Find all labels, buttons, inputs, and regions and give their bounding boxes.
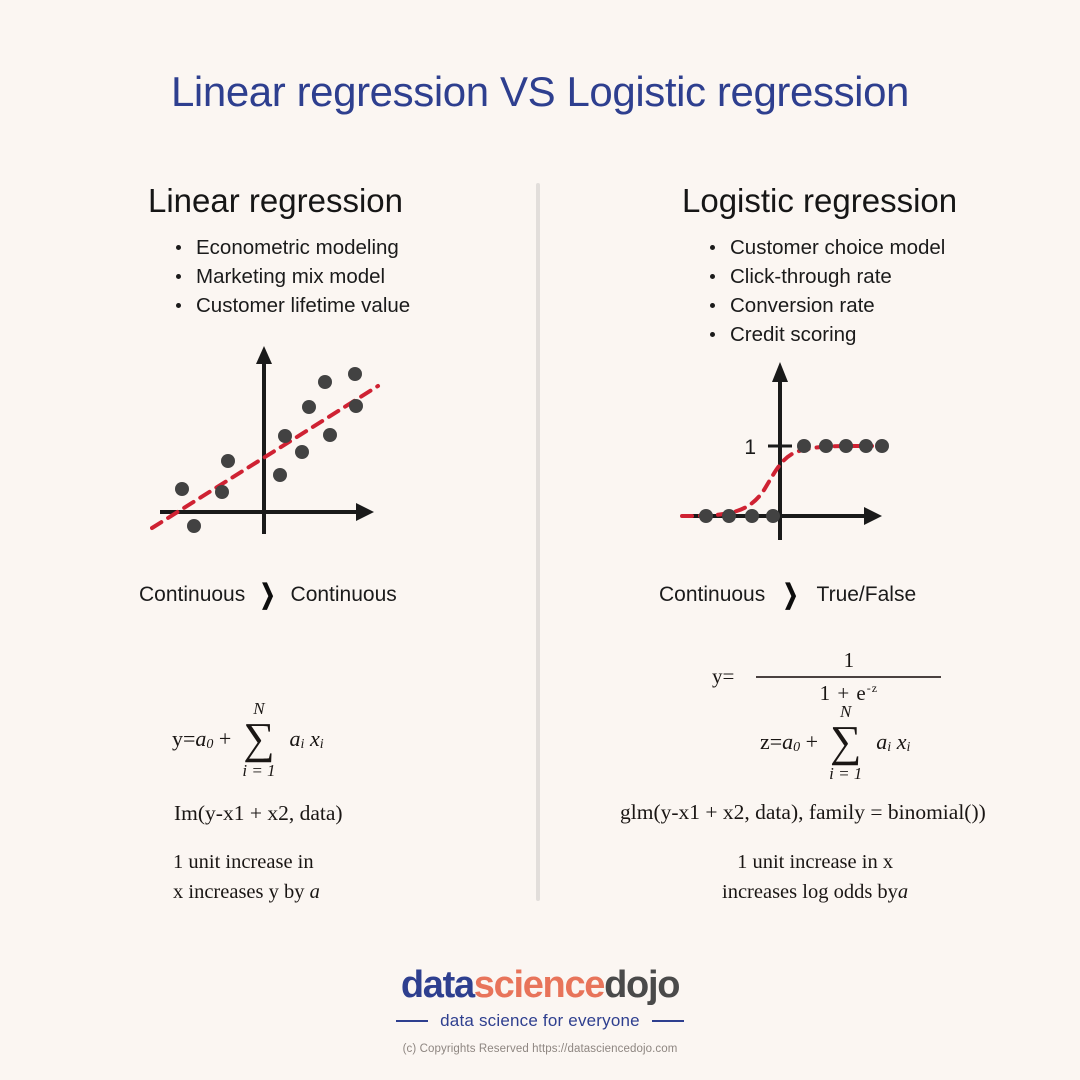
footer-logo[interactable]: datasciencedojo data science for everyon…: [0, 966, 1080, 1031]
summation-operator: N ∑ i = 1: [242, 700, 275, 779]
list-item: Credit scoring: [708, 320, 1060, 349]
equation-lhs: z=: [760, 728, 783, 754]
logistic-input-type: Continuous: [659, 582, 766, 606]
logistic-regression-equation: z=a0 + N ∑ i = 1 ai xi: [760, 703, 910, 782]
linear-interpretation-line-2: x increases y by: [173, 881, 305, 903]
list-item: Marketing mix model: [174, 262, 538, 291]
right-column: Logistic regression Customer choice mode…: [660, 182, 1060, 349]
chevron-right-icon: ❯: [783, 578, 799, 609]
logistic-interpretation-line-1: 1 unit increase in x: [737, 851, 894, 873]
equation-variable-sub: i: [319, 736, 324, 752]
logistic-regression-sigmoid-chart: 1: [676, 358, 906, 553]
list-item: Customer choice model: [708, 233, 1060, 262]
copyright-notice: (c) Copyrights Reserved https://datascie…: [402, 1043, 678, 1055]
linear-interpretation-symbol: a: [309, 881, 320, 903]
chevron-right-icon: ❯: [260, 578, 276, 609]
equation-variable: x: [896, 728, 907, 754]
sigma-icon: ∑: [830, 717, 862, 766]
sigmoid-function-equation: y= 1 1 + e-z: [712, 648, 942, 706]
tagline-rule-right: [651, 1019, 684, 1023]
linear-regression-code: Im(y-x1 + x2, data): [174, 801, 343, 825]
svg-text:1: 1: [744, 436, 756, 459]
equation-plus: +: [800, 728, 819, 754]
fraction-bar: [756, 676, 942, 678]
summation-operator: N ∑ i = 1: [829, 703, 862, 782]
column-divider: [536, 183, 540, 901]
equation-coefficient-sub: i: [887, 739, 892, 755]
equation-variable-sub: i: [906, 739, 911, 755]
person-icon: [500, 953, 520, 975]
linear-input-type: Continuous: [139, 582, 246, 606]
list-item: Click-through rate: [708, 262, 1060, 291]
linear-interpretation: 1 unit increase in x increases y by a: [173, 847, 320, 907]
logistic-io-flow: Continuous ❯ True/False: [659, 578, 917, 609]
linear-output-type: Continuous: [290, 582, 397, 606]
linear-regression-scatter-chart: [150, 344, 390, 549]
logo-tagline-row: data science for everyone: [0, 1011, 1080, 1031]
list-item: Conversion rate: [708, 291, 1060, 320]
sigmoid-numerator: 1: [843, 648, 855, 672]
list-item: Econometric modeling: [174, 233, 538, 262]
sigmoid-fraction: 1 1 + e-z: [756, 648, 942, 706]
logo-text-data: data: [400, 964, 475, 1006]
linear-io-flow: Continuous ❯ Continuous: [139, 578, 397, 609]
summation-upper-limit: N: [253, 699, 265, 718]
left-column-heading: Linear regression: [148, 182, 403, 219]
left-bullet-list: Econometric modeling Marketing mix model…: [148, 233, 538, 320]
logistic-interpretation-line-2: increases log odds by: [722, 881, 898, 903]
equation-intercept-sub: 0: [206, 736, 214, 752]
logo-wordmark[interactable]: datasciencedojo: [400, 964, 681, 1006]
sigmoid-denominator: 1 + e: [819, 680, 867, 705]
logistic-interpretation: 1 unit increase in x increases log odds …: [722, 847, 908, 907]
sigma-icon: ∑: [243, 714, 275, 763]
equation-coefficient: a: [289, 725, 301, 751]
logo-text-dojo: dojo: [604, 964, 680, 1006]
equation-intercept-sub: 0: [793, 739, 801, 755]
summation-lower-limit: i = 1: [242, 760, 276, 780]
sigmoid-lhs: y=: [712, 664, 735, 689]
summation-lower-limit: i = 1: [829, 763, 863, 783]
logistic-regression-code: glm(y-x1 + x2, data), family = binomial(…: [620, 800, 986, 824]
right-bullet-list: Customer choice model Click-through rate…: [660, 233, 1060, 349]
linear-interpretation-line-1: 1 unit increase in: [173, 851, 314, 873]
sigmoid-exponent: -z: [866, 680, 879, 695]
logo-text-science: science: [473, 964, 606, 1006]
equation-intercept: a: [782, 728, 794, 754]
tagline-rule-left: [396, 1019, 429, 1023]
right-column-heading: Logistic regression: [682, 182, 958, 219]
equation-coefficient: a: [876, 728, 888, 754]
logo-tagline: data science for everyone: [440, 1011, 640, 1030]
page-title: Linear regression VS Logistic regression: [170, 68, 910, 115]
equation-intercept: a: [195, 725, 207, 751]
left-column: Linear regression Econometric modeling M…: [148, 182, 538, 320]
logistic-output-type: True/False: [816, 582, 917, 606]
list-item: Customer lifetime value: [174, 291, 538, 320]
equation-plus: +: [213, 725, 232, 751]
logistic-interpretation-symbol: a: [897, 881, 909, 903]
linear-regression-equation: y=a0 + N ∑ i = 1 ai xi: [172, 700, 324, 779]
summation-upper-limit: N: [840, 702, 852, 721]
equation-coefficient-sub: i: [300, 736, 305, 752]
equation-variable: x: [309, 725, 320, 751]
equation-lhs: y=: [172, 725, 196, 751]
